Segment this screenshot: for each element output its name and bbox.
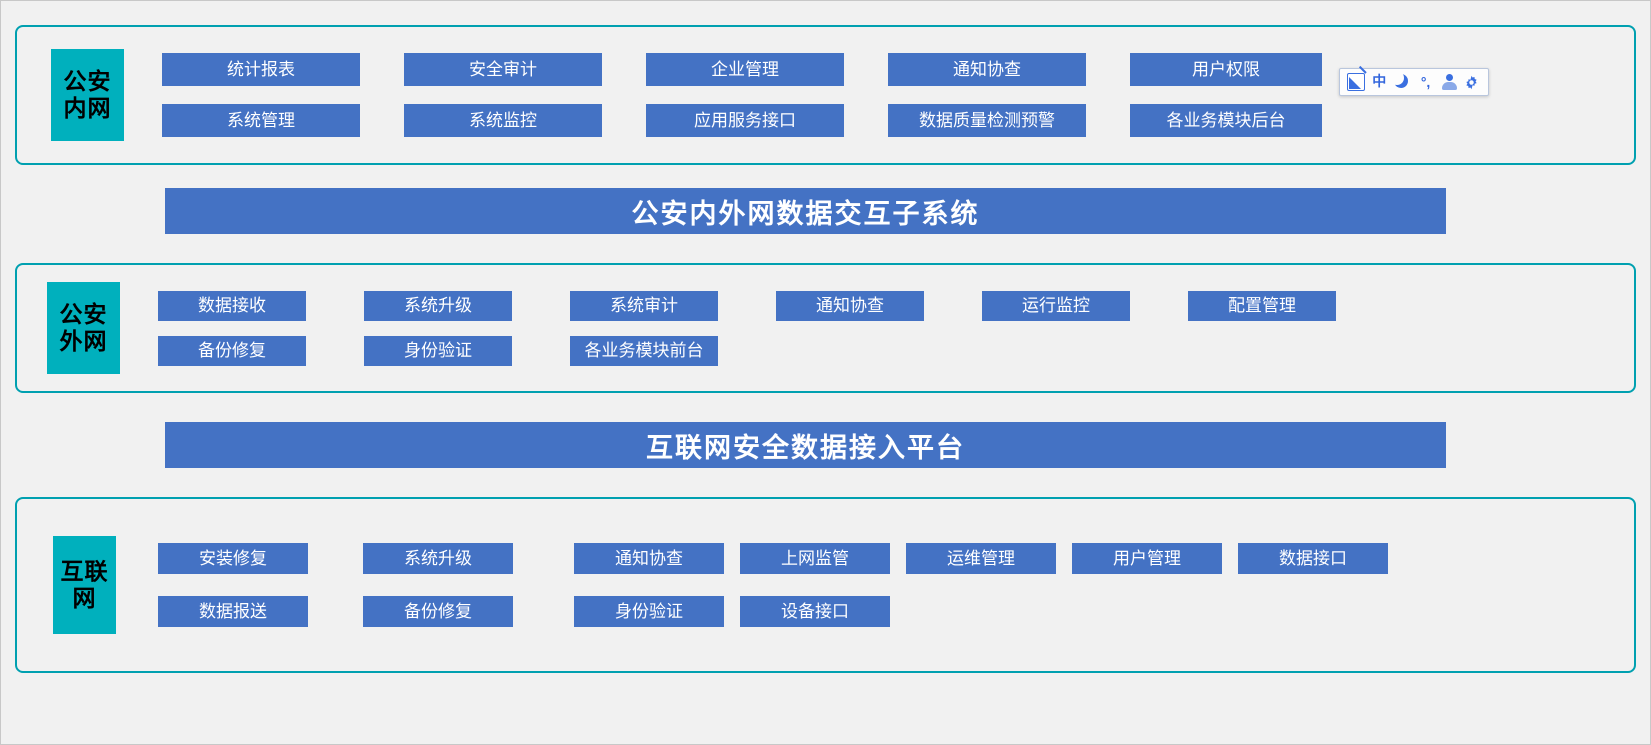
zone-tag-line: 外网 — [59, 328, 108, 354]
module-button-shujubaosong[interactable]: 数据报送 — [158, 596, 308, 627]
ime-toolbar[interactable]: 中 °, — [1339, 68, 1489, 96]
module-row: 数据报送 备份修复 身份验证 设备接口 — [158, 596, 1634, 627]
module-slot-empty — [982, 336, 1130, 366]
module-button-qiyeguanli[interactable]: 企业管理 — [646, 53, 844, 86]
module-slot-empty — [1072, 596, 1222, 627]
module-button-beifenxiufu[interactable]: 备份修复 — [158, 335, 306, 366]
module-button-gegeyewumokuaihoutai[interactable]: 各业务模块后台 — [1130, 104, 1322, 137]
zone-public-security-extranet: 公安 外网 数据接收 系统升级 系统审计 通知协查 运行监控 配置管理 备份修复… — [15, 263, 1636, 393]
module-button-tongzhixiecha[interactable]: 通知协查 — [574, 543, 724, 574]
zone-tag-line: 内网 — [63, 95, 112, 121]
module-slot-empty — [906, 596, 1056, 627]
zone-tag-line: 公安 — [63, 67, 112, 94]
ime-user-icon[interactable] — [1439, 72, 1459, 92]
module-button-beifenxiufu[interactable]: 备份修复 — [363, 596, 513, 627]
ime-settings-gear-icon[interactable] — [1462, 72, 1482, 92]
module-button-xitongshenji[interactable]: 系统审计 — [570, 290, 718, 321]
ime-punctuation-icon[interactable]: °, — [1420, 74, 1431, 90]
module-button-shangwangjianguan[interactable]: 上网监管 — [740, 543, 890, 574]
module-button-xitongshengji[interactable]: 系统升级 — [363, 543, 513, 574]
module-button-yonghuguanli[interactable]: 用户管理 — [1072, 543, 1222, 574]
module-row: 备份修复 身份验证 各业务模块前台 — [158, 335, 1634, 366]
module-row: 统计报表 安全审计 企业管理 通知协查 用户权限 — [162, 53, 1634, 86]
module-button-yonghuquanxian[interactable]: 用户权限 — [1130, 53, 1322, 86]
zone-tag-public-security-intranet: 公安 内网 — [51, 49, 124, 141]
zone-tag-line: 网 — [72, 585, 97, 611]
module-button-yunweiguanli[interactable]: 运维管理 — [906, 543, 1056, 574]
module-button-tongzhixiecha[interactable]: 通知协查 — [888, 53, 1086, 86]
module-slot-empty — [776, 336, 924, 366]
zone-tag-internet: 互联 网 — [53, 536, 116, 634]
module-button-shenfenyanzheng[interactable]: 身份验证 — [364, 335, 512, 366]
module-button-yunxingjiankong[interactable]: 运行监控 — [982, 290, 1130, 321]
zone-tag-line: 公安 — [59, 300, 108, 327]
module-button-xitongjiankong[interactable]: 系统监控 — [404, 104, 602, 137]
banner-data-exchange-subsystem[interactable]: 公安内外网数据交互子系统 — [165, 188, 1446, 234]
zone-tag-public-security-extranet: 公安 外网 — [47, 282, 120, 374]
zone-tag-line: 互联 — [60, 557, 109, 584]
module-button-shujujiekou[interactable]: 数据接口 — [1238, 543, 1388, 574]
module-button-xitongshengji[interactable]: 系统升级 — [364, 290, 512, 321]
module-button-gegeyewumokuaiqiantai[interactable]: 各业务模块前台 — [570, 335, 718, 366]
zone-internet: 互联 网 安装修复 系统升级 通知协查 上网监管 运维管理 用户管理 数据接口 … — [15, 497, 1636, 673]
module-button-yingyongfuwujiekou[interactable]: 应用服务接口 — [646, 104, 844, 137]
module-grid-intranet: 统计报表 安全审计 企业管理 通知协查 用户权限 系统管理 系统监控 应用服务接… — [162, 53, 1634, 137]
module-button-peizhiguanli[interactable]: 配置管理 — [1188, 290, 1336, 321]
module-grid-internet: 安装修复 系统升级 通知协查 上网监管 运维管理 用户管理 数据接口 数据报送 … — [158, 543, 1634, 627]
module-grid-extranet: 数据接收 系统升级 系统审计 通知协查 运行监控 配置管理 备份修复 身份验证 … — [158, 290, 1634, 366]
module-button-tongzhixiecha[interactable]: 通知协查 — [776, 290, 924, 321]
module-button-shebeijiekou[interactable]: 设备接口 — [740, 596, 890, 627]
ime-moon-icon[interactable] — [1390, 71, 1412, 92]
module-slot-empty — [1238, 596, 1388, 627]
module-button-anquanshenji[interactable]: 安全审计 — [404, 53, 602, 86]
module-button-shujujieshou[interactable]: 数据接收 — [158, 290, 306, 321]
ime-logo-pen-icon[interactable] — [1346, 72, 1366, 92]
module-button-xitongguanli[interactable]: 系统管理 — [162, 104, 360, 137]
ime-chinese-mode-icon[interactable]: 中 — [1372, 74, 1387, 90]
module-row: 数据接收 系统升级 系统审计 通知协查 运行监控 配置管理 — [158, 290, 1634, 321]
module-row: 系统管理 系统监控 应用服务接口 数据质量检测预警 各业务模块后台 — [162, 104, 1634, 137]
module-slot-empty — [1188, 336, 1336, 366]
banner-internet-security-data-access-platform[interactable]: 互联网安全数据接入平台 — [165, 422, 1446, 468]
module-button-shenfenyanzheng[interactable]: 身份验证 — [574, 596, 724, 627]
module-button-anzhuangxiufu[interactable]: 安装修复 — [158, 543, 308, 574]
module-button-shujuzhiliangjiancyujing[interactable]: 数据质量检测预警 — [888, 104, 1086, 137]
module-button-tongjibaobiao[interactable]: 统计报表 — [162, 53, 360, 86]
module-row: 安装修复 系统升级 通知协查 上网监管 运维管理 用户管理 数据接口 — [158, 543, 1634, 574]
